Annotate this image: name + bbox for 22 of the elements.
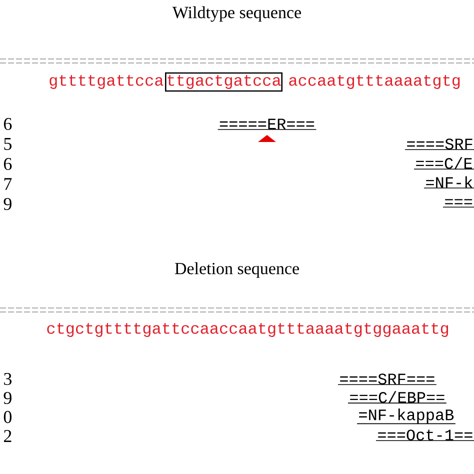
binding-site-label: =====ER=== (217, 118, 317, 130)
dna-sequence: ctgctgttttgattccaaccaatgtttaaaatgtggaaattg (47, 323, 448, 337)
position-number: 7 (4, 178, 12, 190)
position-number: 2 (4, 430, 12, 442)
position-number: 3 (4, 372, 12, 386)
position-number: 6 (4, 158, 12, 170)
binding-site-label: === (442, 199, 474, 208)
sequence-heading: Deletion sequence (174, 262, 299, 278)
binding-site-label: ====SRF (404, 138, 474, 150)
binding-site-label: ===C/E (414, 157, 474, 170)
binding-site-label: ====SRF=== (338, 374, 437, 386)
position-number: 9 (4, 392, 12, 404)
binding-site-label: ===Oct-1== (376, 430, 474, 442)
binding-site-label: =NF-k (424, 176, 474, 188)
highlighted-site-box: ttgactgatcca (165, 72, 283, 92)
position-number: 5 (4, 138, 12, 150)
binding-site-label: ===C/EBP== (348, 391, 447, 404)
binding-site-label: =NF-kappaB (356, 408, 456, 424)
position-number: 0 (4, 410, 12, 424)
position-number: 6 (4, 118, 12, 130)
sequence-heading: Wildtype sequence (172, 6, 301, 22)
position-number: 9 (4, 198, 12, 210)
